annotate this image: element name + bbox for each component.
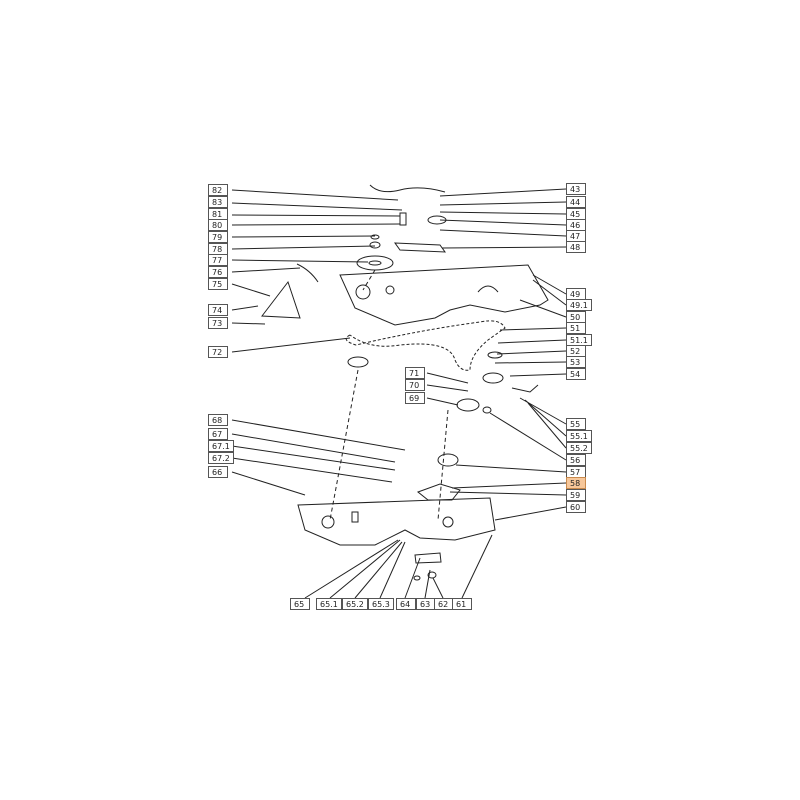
sprocket-mid xyxy=(456,398,480,412)
part-label: 62 xyxy=(434,598,454,610)
plate-hole xyxy=(355,284,371,300)
part-label: 68 xyxy=(208,414,228,426)
part-label: 65.3 xyxy=(368,598,394,610)
sprocket-lower xyxy=(437,453,459,467)
part-label: 63 xyxy=(416,598,436,610)
part-label: 69 xyxy=(405,392,425,404)
part-label: 50 xyxy=(566,311,586,323)
sprocket-right xyxy=(482,372,504,384)
guard-plate xyxy=(261,280,301,319)
sprocket-left xyxy=(347,356,369,368)
part-label: 79 xyxy=(208,231,228,243)
part-label: 83 xyxy=(208,196,228,208)
large-pulley xyxy=(356,255,394,271)
part-label: 76 xyxy=(208,266,228,278)
part-label: 82 xyxy=(208,184,228,196)
part-label: 57 xyxy=(566,466,586,478)
part-label: 77 xyxy=(208,254,228,266)
part-label: 65.2 xyxy=(342,598,368,610)
part-label: 81 xyxy=(208,208,228,220)
part-label: 64 xyxy=(396,598,416,610)
part-label: 56 xyxy=(566,454,586,466)
plate-hole xyxy=(442,516,454,528)
small-bar xyxy=(414,552,442,564)
part-label: 51 xyxy=(566,322,586,334)
part-label: 55.2 xyxy=(566,442,592,454)
part-label: 70 xyxy=(405,379,425,391)
tension-arm xyxy=(393,242,447,253)
belt-top-fragment xyxy=(369,184,446,193)
part-label: 66 xyxy=(208,466,228,478)
part-label: 54 xyxy=(566,368,586,380)
part-label-highlighted[interactable]: 58 xyxy=(566,477,586,489)
part-label: 60 xyxy=(566,501,586,513)
part-label: 65.1 xyxy=(316,598,342,610)
part-label: 59 xyxy=(566,489,586,501)
part-label: 55 xyxy=(566,418,586,430)
upper-deck-plate xyxy=(339,264,549,326)
part-label: 61 xyxy=(452,598,472,610)
part-label: 72 xyxy=(208,346,228,358)
part-label: 44 xyxy=(566,196,586,208)
part-label: 67.2 xyxy=(208,452,234,464)
part-label: 73 xyxy=(208,317,228,329)
part-label: 75 xyxy=(208,278,228,290)
part-label: 67 xyxy=(208,428,228,440)
mid-bracket xyxy=(416,483,461,501)
part-label: 43 xyxy=(566,183,586,195)
part-label: 80 xyxy=(208,219,228,231)
part-label: 48 xyxy=(566,241,586,253)
part-label: 74 xyxy=(208,304,228,316)
part-label: 67.1 xyxy=(208,440,234,452)
part-label: 53 xyxy=(566,356,586,368)
part-label: 49.1 xyxy=(566,299,592,311)
part-label: 71 xyxy=(405,367,425,379)
part-label: 55.1 xyxy=(566,430,592,442)
part-label: 65 xyxy=(290,598,310,610)
plate-hole xyxy=(321,515,335,529)
drive-chain xyxy=(345,320,506,371)
part-label: 45 xyxy=(566,208,586,220)
plate-hole xyxy=(385,285,395,295)
lower-deck-plate xyxy=(297,497,496,546)
spring xyxy=(399,212,407,226)
